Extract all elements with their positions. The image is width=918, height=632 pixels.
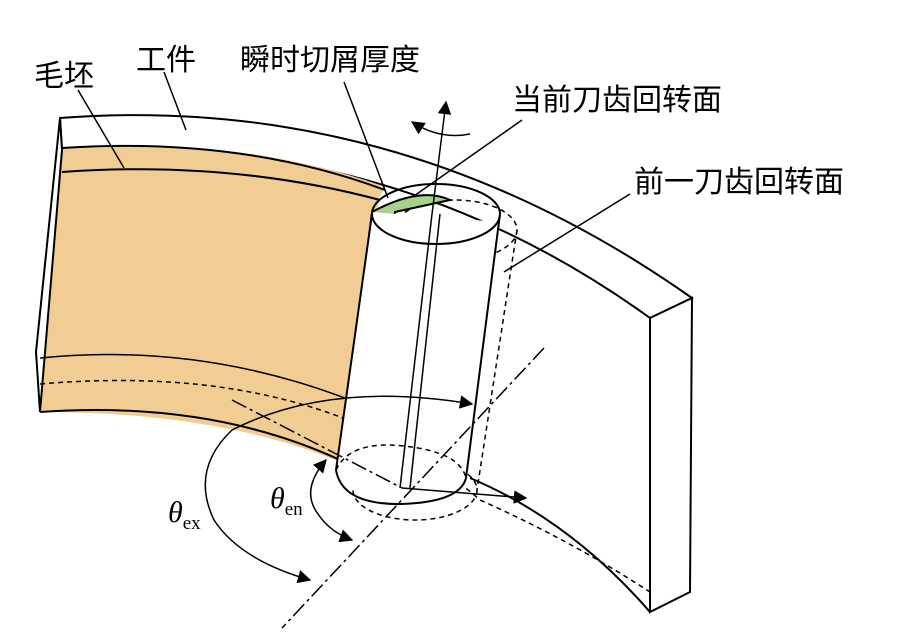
leader-chip-thickness xyxy=(343,81,389,199)
workpiece-inner-bottom-arc xyxy=(469,477,651,613)
label-theta-ex: θex xyxy=(168,496,201,534)
label-blank: 毛坯 xyxy=(34,59,94,94)
label-chip-thickness: 瞬时切屑厚度 xyxy=(240,43,420,78)
blank-region xyxy=(40,145,380,462)
label-current-tooth: 当前刀齿回转面 xyxy=(512,83,722,118)
blank-lower-edge xyxy=(39,353,351,401)
rotation-arrow xyxy=(410,121,471,137)
blank-outer-edge xyxy=(61,144,386,191)
blank-top-edge xyxy=(61,168,381,201)
previous-tooth-side-right xyxy=(476,229,518,491)
blank-top-strip xyxy=(62,145,385,205)
label-workpiece: 工件 xyxy=(136,43,196,78)
leader-current-tooth xyxy=(413,119,523,197)
leader-workpiece xyxy=(163,71,187,131)
leader-blank xyxy=(77,89,125,169)
theta-en-arc xyxy=(309,458,354,543)
spindle-axis-arrow xyxy=(431,100,452,215)
theta-ex-arc xyxy=(204,395,474,584)
label-theta-en: θen xyxy=(270,482,303,520)
workpiece-right-face xyxy=(649,296,694,614)
workpiece-hidden-bottom-arc xyxy=(39,379,651,593)
leader-previous-tooth xyxy=(503,193,631,273)
label-previous-tooth: 前一刀齿回转面 xyxy=(634,165,844,200)
